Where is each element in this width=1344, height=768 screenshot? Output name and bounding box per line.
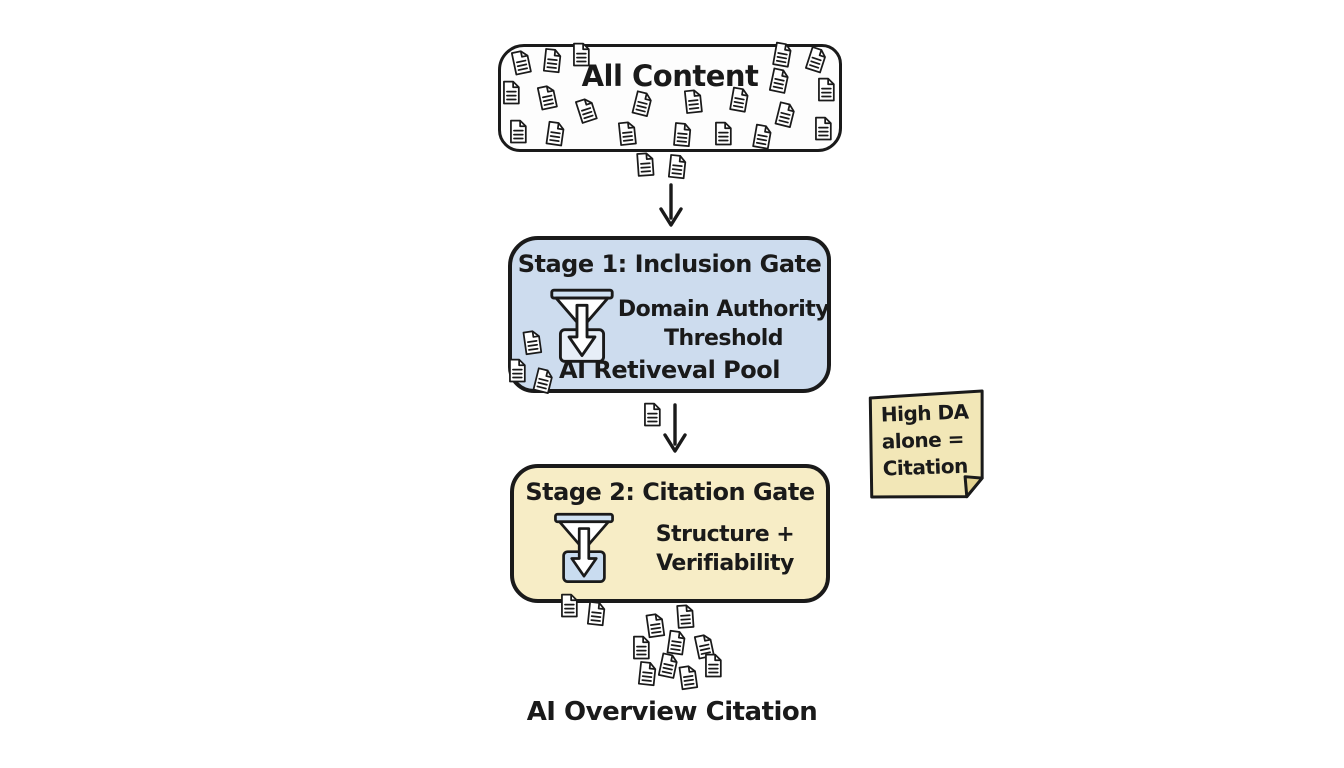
stage1-criteria-line2: Threshold — [663, 326, 784, 351]
arrow-down-icon — [659, 183, 683, 227]
stage2-title: Stage 2: Citation Gate — [525, 478, 815, 506]
stage2-box: Stage 2: Citation Gate Structure + Verif… — [510, 464, 830, 603]
stage1-criteria-line1: Domain Authority — [617, 297, 830, 322]
sticky-note: High DA alone = Citation — [862, 386, 992, 506]
document-icon — [507, 119, 528, 144]
document-icon — [630, 635, 651, 660]
sticky-note-text: High DA alone = Citation — [880, 399, 970, 483]
document-icon — [815, 77, 836, 102]
document-icon — [540, 47, 563, 74]
document-icon — [749, 122, 774, 150]
document-icon — [641, 402, 662, 427]
stage2-criteria: Structure + Verifiability — [620, 520, 830, 578]
document-icon — [542, 120, 566, 148]
funnel-icon — [554, 512, 614, 583]
document-icon — [633, 151, 656, 177]
document-icon — [558, 593, 579, 618]
sticky-note-shape — [868, 389, 984, 499]
final-label: AI Overview Citation — [526, 697, 818, 727]
stage2-criteria-line2: Verifiability — [656, 551, 794, 576]
arrow-down-icon — [663, 403, 687, 453]
stage2-criteria-line1: Structure + — [655, 522, 795, 547]
sticky-note-line1: High DA — [880, 399, 969, 427]
document-icon — [702, 653, 723, 678]
document-icon — [769, 40, 794, 68]
stage1-box: Stage 1: Inclusion Gate Domain Authority… — [508, 236, 831, 393]
document-icon — [726, 85, 751, 113]
document-icon — [519, 329, 543, 357]
document-icon — [506, 358, 527, 383]
sticky-note-line2: alone = — [881, 426, 965, 454]
document-icon — [712, 121, 733, 146]
document-icon — [681, 88, 704, 115]
all-content-title: All Content — [581, 59, 759, 93]
funnel-icon — [550, 288, 614, 363]
document-icon — [500, 80, 521, 105]
document-icon — [675, 664, 699, 692]
document-icon — [812, 116, 833, 141]
document-icon — [673, 603, 696, 629]
stage1-criteria: Domain Authority Threshold — [616, 295, 831, 353]
stage1-output-label: AI Retiveval Pool — [559, 356, 780, 384]
sticky-note-line3: Citation — [882, 453, 969, 481]
document-icon — [570, 42, 591, 67]
document-icon — [665, 153, 688, 180]
document-icon — [584, 600, 607, 627]
document-icon — [670, 121, 693, 148]
document-icon — [615, 120, 638, 147]
stage1-title: Stage 1: Inclusion Gate — [517, 250, 822, 278]
